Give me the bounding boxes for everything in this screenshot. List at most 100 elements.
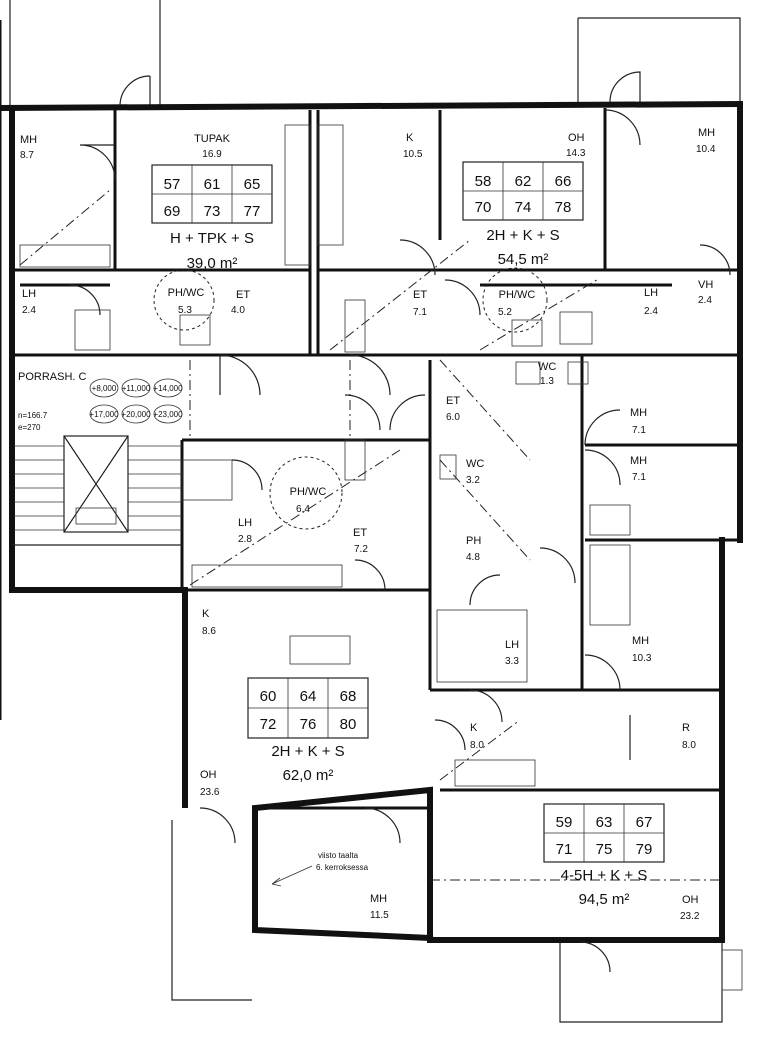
- apartment-c: 60 64 68 72 76 80 2H + K + S 62,0 m²: [247, 677, 369, 784]
- room-area: 6.0: [446, 412, 460, 423]
- stair-level: e=270: [18, 423, 41, 432]
- apt-number: 64: [300, 688, 317, 705]
- apt-type: 2H + K + S: [486, 227, 559, 244]
- interior-walls: [12, 108, 740, 810]
- doors: [69, 109, 731, 973]
- floor-level-circles: +8,000 +11,000 +14,000 +17,000 +20,000 +…: [89, 378, 183, 424]
- room-area: 4.0: [231, 305, 245, 316]
- room-name: R: [682, 722, 690, 734]
- room-area: 4.8: [466, 552, 480, 563]
- apt-number: 70: [475, 199, 492, 216]
- apartment-a: 57 61 65 69 73 77 H + TPK + S 39,0 m²: [151, 164, 273, 272]
- room-area: 3.3: [505, 656, 519, 667]
- apt-number: 58: [475, 173, 492, 190]
- room-name: ET: [236, 289, 250, 301]
- stair-level: n=166.7: [18, 411, 48, 420]
- apt-area: 39,0 m²: [187, 255, 238, 272]
- apt-number: 62: [515, 173, 532, 190]
- room-name: LH: [238, 517, 252, 529]
- room-name: ET: [353, 527, 367, 539]
- room-name: OH: [200, 769, 217, 781]
- balcony-bottom-left: [171, 820, 252, 1001]
- room-name: OH: [682, 894, 699, 906]
- room-name: TUPAK: [194, 133, 231, 145]
- apartment-b: 58 62 66 70 74 78 2H + K + S 54,5 m²: [462, 161, 584, 268]
- apt-number: 78: [555, 199, 572, 216]
- apt-type: 2H + K + S: [271, 743, 344, 760]
- stairwell: [12, 435, 182, 546]
- apt-number: 77: [244, 203, 261, 220]
- room-name: MH: [698, 127, 715, 139]
- apt-number: 71: [556, 841, 573, 858]
- number-grid-lines: [152, 162, 664, 862]
- apt-number: 80: [340, 716, 357, 733]
- apartment-d: 59 63 67 71 75 79 4-5H + K + S 94,5 m²: [543, 803, 665, 908]
- turning-circles: [153, 267, 548, 530]
- room-area: 23.2: [680, 911, 700, 922]
- room-area: 5.3: [178, 305, 192, 316]
- room-area: 23.6: [200, 787, 220, 798]
- room-name: ET: [413, 289, 427, 301]
- room-name: WC: [538, 361, 556, 373]
- room-area: 14.3: [566, 148, 586, 159]
- room-area: 1.3: [540, 376, 554, 387]
- floor-level: +23,000: [153, 410, 183, 419]
- room-area: 10.4: [696, 144, 716, 155]
- room-area: 7.1: [413, 307, 427, 318]
- floor-level: +14,000: [153, 384, 183, 393]
- apt-number: 61: [204, 176, 221, 193]
- apt-number: 72: [260, 716, 277, 733]
- room-name: LH: [22, 288, 36, 300]
- room-area: 10.3: [632, 653, 652, 664]
- room-name: MH: [630, 455, 647, 467]
- room-name: PH/WC: [290, 486, 327, 498]
- room-area: 10.5: [403, 149, 423, 160]
- apt-type: H + TPK + S: [170, 230, 254, 247]
- floor-level: +8,000: [92, 384, 117, 393]
- view-note-line: 6. kerroksessa: [316, 863, 369, 872]
- apt-area: 62,0 m²: [283, 767, 334, 784]
- apt-number: 57: [164, 176, 181, 193]
- room-name: MH: [630, 407, 647, 419]
- apt-area: 94,5 m²: [579, 891, 630, 908]
- balcony-top-left: [9, 0, 165, 107]
- room-area: 8.7: [20, 150, 34, 161]
- room-name: PH/WC: [499, 289, 536, 301]
- room-name: OH: [568, 132, 585, 144]
- apt-number: 59: [556, 814, 573, 831]
- room-name: MH: [632, 635, 649, 647]
- room-area: 8.6: [202, 626, 216, 637]
- room-name: WC: [466, 458, 484, 470]
- room-name: MH: [20, 134, 37, 146]
- apt-number: 74: [515, 199, 532, 216]
- room-name: LH: [505, 639, 519, 651]
- apt-area: 54,5 m²: [498, 251, 549, 268]
- outer-walls: [0, 20, 744, 943]
- floor-level: +20,000: [121, 410, 151, 419]
- room-name: K: [470, 722, 478, 734]
- room-area: 6.4: [296, 504, 310, 515]
- apt-number: 67: [636, 814, 653, 831]
- view-note-line: viisto taalta: [318, 851, 359, 860]
- stair-info: PORRASH. C n=166.7 e=270 +8,000 +11,000 …: [18, 371, 183, 432]
- room-name: K: [202, 608, 210, 620]
- room-name: PH/WC: [168, 287, 205, 299]
- floor-level: +17,000: [89, 410, 119, 419]
- room-name: VH: [698, 279, 713, 291]
- apt-number: 79: [636, 841, 653, 858]
- room-labels: MH 8.7 TUPAK 16.9 K 10.5 OH 14.3 MH 10.4…: [20, 127, 716, 922]
- apt-number: 65: [244, 176, 261, 193]
- apt-number: 73: [204, 203, 221, 220]
- view-note: viisto taalta 6. kerroksessa: [271, 851, 369, 887]
- apt-number: 68: [340, 688, 357, 705]
- room-area: 2.4: [644, 306, 658, 317]
- room-area: 7.2: [354, 544, 368, 555]
- apt-number: 69: [164, 203, 181, 220]
- room-area: 8.0: [682, 740, 696, 751]
- room-area: 11.5: [370, 910, 389, 921]
- diagonals: [19, 189, 722, 881]
- apt-number: 63: [596, 814, 613, 831]
- room-area: 2.8: [238, 534, 252, 545]
- room-area: 5.2: [498, 307, 512, 318]
